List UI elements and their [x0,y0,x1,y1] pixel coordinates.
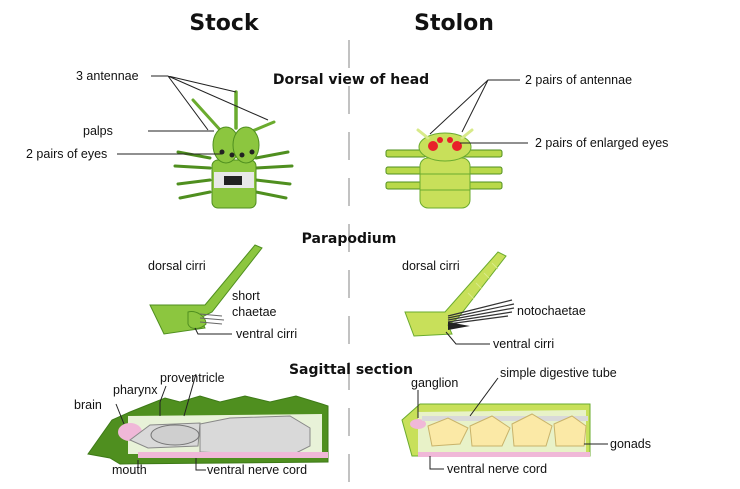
sagittal-section-title: Sagittal section [289,362,413,378]
label-stock-dorsal-cirri: dorsal cirri [148,259,206,273]
label-stock-ventral-nerve-cord: ventral nerve cord [207,463,307,477]
stolon-section-illustration [401,403,591,457]
label-brain: brain [74,398,102,412]
label-proventricle: proventricle [160,371,225,385]
label-mouth: mouth [112,463,147,477]
label-2-pairs-of-enlarged-eyes: 2 pairs of enlarged eyes [535,136,668,150]
label-palps: palps [83,124,113,138]
label-chaetae: chaetae [232,305,277,319]
stock-head-illustration [173,90,294,209]
stock-section-illustration [87,395,329,465]
label-stolon-ventral-nerve-cord: ventral nerve cord [447,462,547,476]
label-pharynx: pharynx [113,383,158,397]
label-stock-ventral-cirri: ventral cirri [236,327,297,341]
stolon-title: Stolon [414,11,494,36]
label-notochaetae: notochaetae [517,304,586,318]
parapodium-section-title: Parapodium [302,231,397,247]
label-stolon-ventral-cirri: ventral cirri [493,337,554,351]
label-gonads: gonads [610,437,651,451]
label-3-antennae: 3 antennae [76,69,139,83]
stock-parapodium-illustration [149,244,263,335]
stolon-parapodium-illustration [404,251,515,337]
label-2-pairs-of-antennae: 2 pairs of antennae [525,73,632,87]
label-ganglion: ganglion [411,376,458,390]
head-section-title: Dorsal view of head [273,72,429,88]
label-2-pairs-of-eyes: 2 pairs of eyes [26,147,107,161]
stolon-head-illustration [385,128,503,209]
label-stolon-dorsal-cirri: dorsal cirri [402,259,460,273]
label-short: short [232,289,260,303]
label-simple-digestive-tube: simple digestive tube [500,366,617,380]
stock-title: Stock [189,11,260,36]
